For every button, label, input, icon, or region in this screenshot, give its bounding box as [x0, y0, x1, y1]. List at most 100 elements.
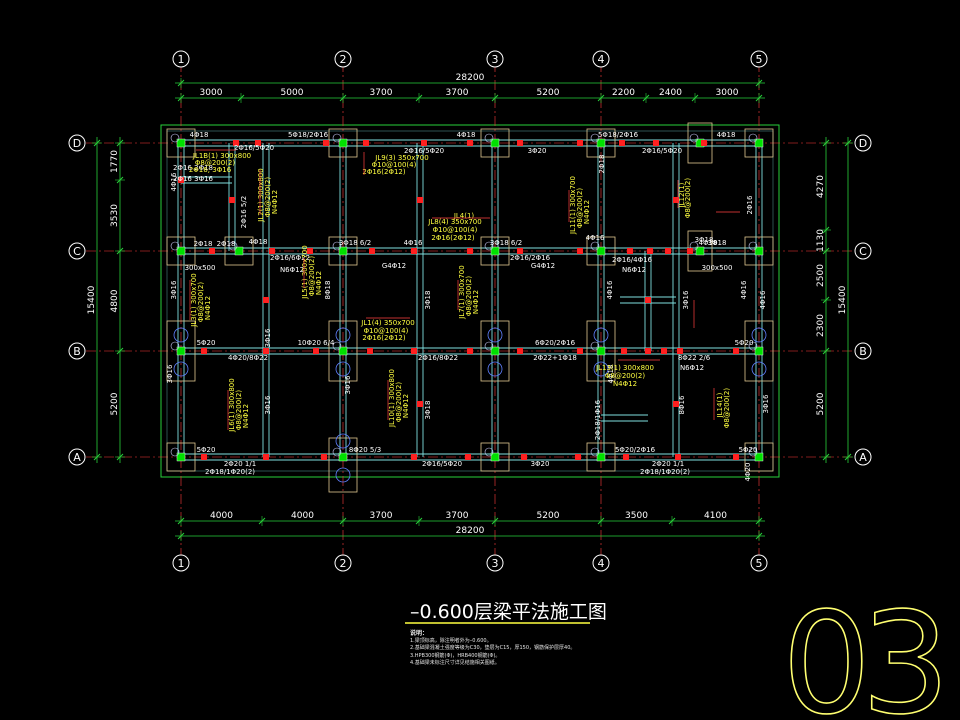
column-core [754, 246, 764, 256]
rebar-mark [645, 348, 651, 354]
dim-value: 28200 [456, 526, 485, 536]
column-core [490, 452, 500, 462]
inner-frame [166, 130, 774, 472]
column-outline [744, 442, 774, 472]
axis-bubble [854, 342, 872, 360]
rebar-mark [733, 348, 739, 354]
dim-value: 4100 [704, 511, 727, 521]
beam-rebar-label: 5Φ20/2Φ16 [615, 446, 656, 454]
beam-label: JL14(1) [716, 392, 724, 418]
rebar-mark [627, 248, 633, 254]
beam-rebar-label: 2Φ16/5Φ20 [642, 147, 682, 155]
axis-label: 1 [178, 557, 185, 570]
rebar-mark [263, 454, 269, 460]
column-core [176, 452, 186, 462]
column-outline [687, 122, 713, 164]
rebar-mark [701, 140, 707, 146]
column-core [490, 346, 500, 356]
outer-frame [160, 124, 780, 478]
rebar-mark [653, 140, 659, 146]
dim-value: 3700 [370, 88, 393, 98]
dim-value: 28200 [456, 73, 485, 83]
pile-circle [487, 361, 503, 377]
rebar-mark [645, 297, 651, 303]
axis-bubble [486, 50, 504, 68]
dim-value: 1770 [110, 150, 120, 173]
column-core [754, 138, 764, 148]
beam-rebar-label: 2Φ22+1Φ18 [533, 354, 577, 362]
beam-rebar-label: 4Φ20/8Φ22 [228, 354, 268, 362]
beam-label: 2Φ16(2Φ12) [431, 234, 474, 242]
rebar-mark [665, 248, 671, 254]
rebar-mark [621, 348, 627, 354]
dim-value: 5200 [537, 88, 560, 98]
column-core [338, 246, 348, 256]
axis-label: 5 [756, 53, 763, 66]
axis-label: A [859, 451, 867, 464]
axis-bubble [334, 554, 352, 572]
beam-rebar-label: 10Φ20 6/4 [298, 339, 335, 347]
beam-rebar-label: 2Φ20 1/1 [224, 460, 256, 468]
beam-label: JL1B(1) 300x800 [192, 152, 251, 160]
beam-rebar-label: 3Φ18 6/2 [490, 239, 522, 247]
beam-rebar-label: 3Φ16 [264, 328, 272, 347]
axis-label: 4 [598, 53, 605, 66]
beam-rebar-label: 2Φ18/1Φ20(2) [640, 468, 690, 476]
beam-rebar-label: 2Φ18 [217, 240, 236, 248]
axis-label: 2 [340, 557, 347, 570]
beam-rebar-label: 3Φ18 [424, 291, 432, 310]
beam-label: N4Φ12 [613, 380, 637, 388]
dim-value: 2400 [659, 88, 682, 98]
pile-circle [484, 133, 494, 143]
beam-rebar-label: 2Φ16/5Φ20 [234, 144, 274, 152]
dim-value: 1130 [816, 229, 826, 252]
rebar-mark [577, 248, 583, 254]
rebar-mark [677, 348, 683, 354]
rebar-mark [201, 348, 207, 354]
column-outline [328, 437, 358, 493]
beam-label: Φ8@200(2) [684, 178, 692, 219]
column-outline [480, 320, 510, 382]
column-outline [166, 442, 196, 472]
pile-circle [335, 467, 351, 483]
column-core [754, 346, 764, 356]
beam-rebar-label: 5Φ20 [197, 339, 216, 347]
column-outline [744, 236, 774, 266]
beam-label: 2Φ16(2Φ12) [362, 168, 405, 176]
beam-rebar-label: 3Φ18 [708, 239, 727, 247]
axis-label: C [73, 245, 81, 258]
column-core [596, 138, 606, 148]
axis-label: 4 [598, 557, 605, 570]
beam-label: JL6(1) 300x800 [228, 378, 236, 432]
beam-label: JL3(1) 300x700 [190, 273, 198, 327]
beam-label: Φ8@200(2) [197, 282, 205, 323]
beam-annotations: 4Φ182Φ16/5Φ205Φ18/2Φ162Φ16/5Φ204Φ183Φ205… [166, 131, 770, 481]
column-outline [586, 236, 616, 266]
column-outline [586, 320, 616, 382]
beam-label: Φ8@200(2) [395, 382, 403, 423]
axis-label: D [859, 137, 867, 150]
dim-value: 4270 [816, 175, 826, 198]
beam-rebar-label: 3Φ16 [264, 395, 272, 414]
column-core [234, 246, 244, 256]
axis-bubble [592, 50, 610, 68]
column-outline [586, 128, 616, 158]
beam-rebar-label: 2Φ18 [194, 240, 213, 248]
column-outline [744, 128, 774, 158]
rebar-mark [467, 248, 473, 254]
beam-rebar-label: 4Φ18 [249, 238, 268, 246]
beam-rebar-label: 2Φ16/5Φ20 [422, 460, 462, 468]
rebar-mark [263, 297, 269, 303]
beam-rebar-label: 4Φ20 [744, 463, 752, 482]
axis-bubble [854, 448, 872, 466]
axis-label: 5 [756, 557, 763, 570]
beam-label: N4Φ12 [204, 296, 212, 320]
pile-circle [335, 433, 351, 449]
beam-rebar-label: 3Φ18 [424, 401, 432, 420]
pile-circle [748, 133, 758, 143]
beam-rebar-label: 2Φ18/1Φ16 [594, 399, 602, 440]
beam-rebar-label: 3Φ16 [170, 280, 178, 299]
dim-value: 2500 [816, 264, 826, 287]
